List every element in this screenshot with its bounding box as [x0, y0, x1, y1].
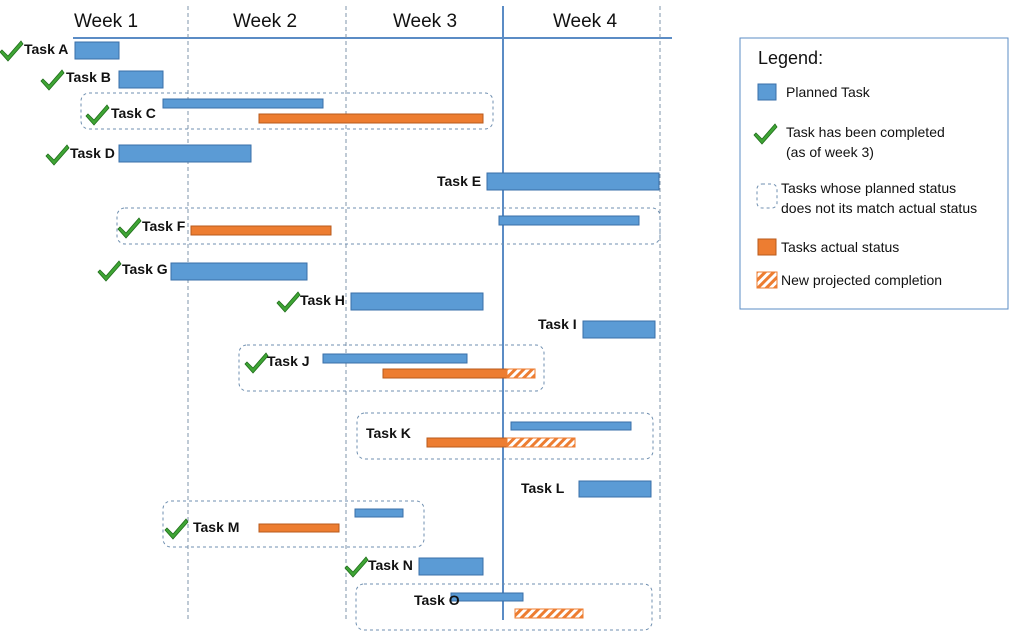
legend-projected-swatch: [756, 271, 778, 289]
task-row-task-o: Task O: [414, 592, 584, 619]
actual-bar-task-f: [190, 225, 332, 236]
actual-bar-task-m: [258, 523, 340, 533]
legend-planned-swatch: [757, 83, 777, 101]
planned-bar-task-n: [418, 557, 484, 576]
task-label-task-j: Task J: [267, 353, 310, 369]
planned-bar-task-j: [322, 353, 468, 364]
task-row-task-a: Task A: [0, 40, 120, 62]
planned-bar-task-f: [498, 215, 640, 226]
legend-completed-label-line2: (as of week 3): [786, 144, 874, 160]
planned-bar-task-l: [578, 480, 652, 498]
task-row-task-j: Task J: [244, 352, 536, 379]
actual-bar-task-k: [426, 437, 508, 448]
mismatch-box-task-o: [355, 583, 653, 631]
planned-bar-task-i: [582, 320, 656, 339]
mismatch-box-task-f: [116, 207, 661, 245]
legend-actual-label: Tasks actual status: [781, 239, 899, 255]
task-row-task-i: Task I: [538, 316, 656, 339]
check-icon: [753, 123, 778, 145]
task-row-task-b: Task B: [40, 69, 164, 91]
planned-bar-task-c: [162, 98, 324, 109]
legend-planned-label: Planned Task: [786, 84, 871, 100]
projected-bar-task-j: [506, 368, 536, 379]
task-label-task-g: Task G: [122, 261, 168, 277]
legend-mismatch-swatch: [756, 183, 778, 209]
task-row-task-l: Task L: [521, 480, 652, 498]
task-label-task-e: Task E: [437, 173, 481, 189]
check-icon: [97, 260, 122, 282]
planned-bar-task-o: [450, 592, 524, 602]
legend: Legend: Planned Task Task has been compl…: [739, 37, 1009, 310]
task-label-task-b: Task B: [66, 69, 111, 85]
planned-bar-task-a: [74, 41, 120, 60]
projected-bar-task-o: [514, 608, 584, 619]
planned-bar-task-e: [486, 172, 660, 191]
task-row-task-d: Task D: [45, 144, 252, 166]
week-label-2: Week 2: [233, 11, 297, 32]
check-icon: [164, 518, 189, 540]
planned-bar-task-b: [118, 70, 164, 89]
task-label-task-d: Task D: [70, 145, 115, 161]
task-label-task-f: Task F: [142, 218, 186, 234]
mismatch-box-task-k: [356, 412, 654, 460]
task-label-task-c: Task C: [111, 105, 156, 121]
task-label-task-l: Task L: [521, 480, 565, 496]
planned-bar-task-h: [350, 292, 484, 311]
task-row-task-e: Task E: [437, 172, 660, 191]
legend-mismatch-label-line1: Tasks whose planned status: [781, 180, 956, 196]
actual-bar-task-j: [382, 368, 508, 379]
planned-bar-task-d: [118, 144, 252, 163]
task-row-task-h: Task H: [276, 291, 484, 313]
legend-actual-swatch: [757, 238, 777, 256]
task-row-task-n: Task N: [344, 556, 484, 578]
week-label-3: Week 3: [393, 11, 457, 32]
legend-completed-label-line1: Task has been completed: [786, 124, 945, 140]
legend-mismatch-label-line2: does not its match actual status: [781, 200, 977, 216]
task-label-task-o: Task O: [414, 592, 460, 608]
tasks-layer: Task A Task B Task C Task D Task E Task F Task…: [0, 40, 660, 619]
planned-bar-task-m: [354, 508, 404, 518]
task-row-task-f: Task F: [117, 215, 640, 239]
projected-bar-task-k: [506, 437, 576, 448]
actual-bar-task-c: [258, 113, 484, 124]
task-row-task-c: Task C: [85, 98, 484, 126]
check-icon: [40, 69, 65, 91]
task-label-task-k: Task K: [366, 425, 411, 441]
legend-box: [739, 37, 1009, 310]
check-icon: [244, 352, 269, 374]
week-label-4: Week 4: [553, 11, 618, 32]
legend-title: Legend:: [758, 48, 823, 68]
check-icon: [117, 217, 142, 239]
mismatch-box-task-m: [162, 500, 425, 548]
mismatch-box-task-c: [80, 92, 494, 130]
task-label-task-m: Task M: [193, 519, 239, 535]
check-icon: [45, 144, 70, 166]
task-label-task-h: Task H: [300, 292, 345, 308]
task-row-task-k: Task K: [366, 421, 632, 448]
week-headers: Week 1 Week 2 Week 3 Week 4: [74, 11, 618, 32]
planned-bar-task-g: [170, 262, 308, 281]
task-row-task-g: Task G: [97, 260, 308, 282]
task-label-task-i: Task I: [538, 316, 577, 332]
task-label-task-a: Task A: [24, 41, 68, 57]
grid-lines: [73, 6, 672, 620]
check-icon: [0, 40, 24, 62]
mismatch-box-task-j: [238, 344, 545, 392]
check-icon: [85, 104, 110, 126]
check-icon: [276, 291, 301, 313]
week-label-1: Week 1: [74, 11, 138, 32]
task-label-task-n: Task N: [368, 557, 413, 573]
mismatch-boxes: [80, 92, 661, 631]
legend-projected-label: New projected completion: [781, 272, 942, 288]
planned-bar-task-k: [510, 421, 632, 431]
check-icon: [344, 556, 369, 578]
task-row-task-m: Task M: [164, 508, 404, 540]
